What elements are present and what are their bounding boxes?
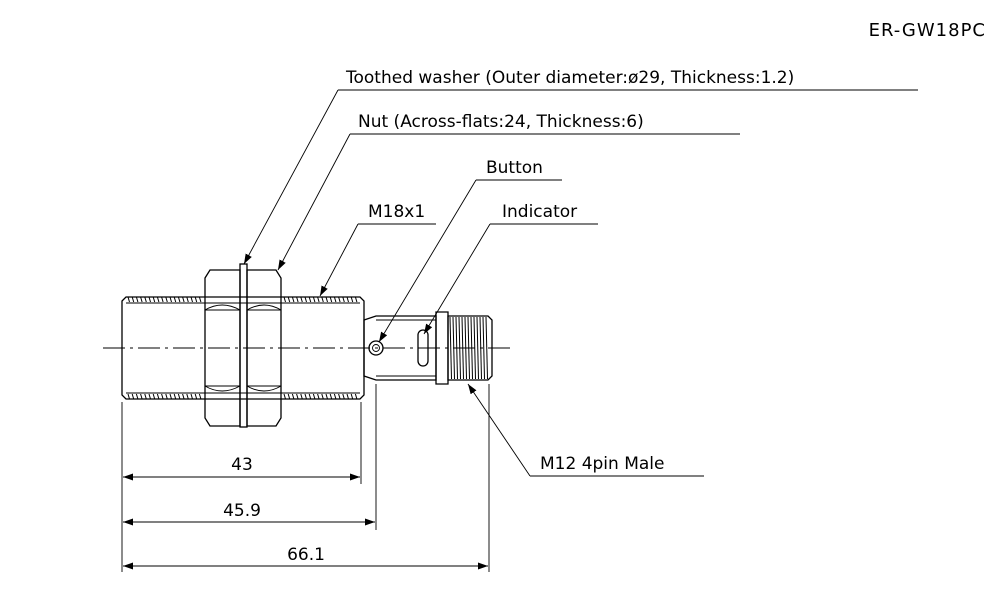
callout-toothed-washer-label: Toothed washer (Outer diameter:ø29, Thic…: [345, 68, 794, 88]
callout-button-label: Button: [486, 158, 543, 178]
callout-thread-label: M18x1: [368, 202, 425, 222]
m12-connector: [435, 311, 493, 385]
callout-indicator: Indicator: [423, 202, 598, 335]
hex-nut-left: [204, 269, 241, 427]
hex-nut-right: [246, 269, 282, 427]
callout-connector-label: M12 4pin Male: [540, 454, 664, 474]
dimension-66-1: 66.1: [123, 545, 488, 570]
indicator-window: [417, 329, 429, 367]
toothed-washer: [239, 263, 248, 428]
dimension-45-9: 45.9: [123, 501, 375, 526]
callout-nut: Nut (Across-flats:24, Thickness:6): [277, 112, 740, 271]
model-title: ER-GW18PC: [869, 20, 986, 41]
dimension-66-1-label: 66.1: [287, 545, 325, 565]
button-icon: [368, 340, 384, 356]
callout-indicator-label: Indicator: [502, 202, 577, 222]
callout-thread: M18x1: [319, 202, 436, 297]
dimension-45-9-label: 45.9: [223, 501, 261, 521]
callout-connector: M12 4pin Male: [467, 383, 704, 477]
body-thread-lines: [127, 296, 358, 400]
dimension-43: 43: [123, 455, 360, 481]
callout-nut-label: Nut (Across-flats:24, Thickness:6): [358, 112, 644, 132]
callout-toothed-washer: Toothed washer (Outer diameter:ø29, Thic…: [243, 68, 918, 265]
connector-thread-lines: [449, 316, 488, 380]
callout-button: Button: [378, 158, 562, 343]
threaded-body: [121, 296, 365, 400]
dimension-43-label: 43: [231, 455, 253, 475]
extension-lines: [121, 384, 490, 572]
